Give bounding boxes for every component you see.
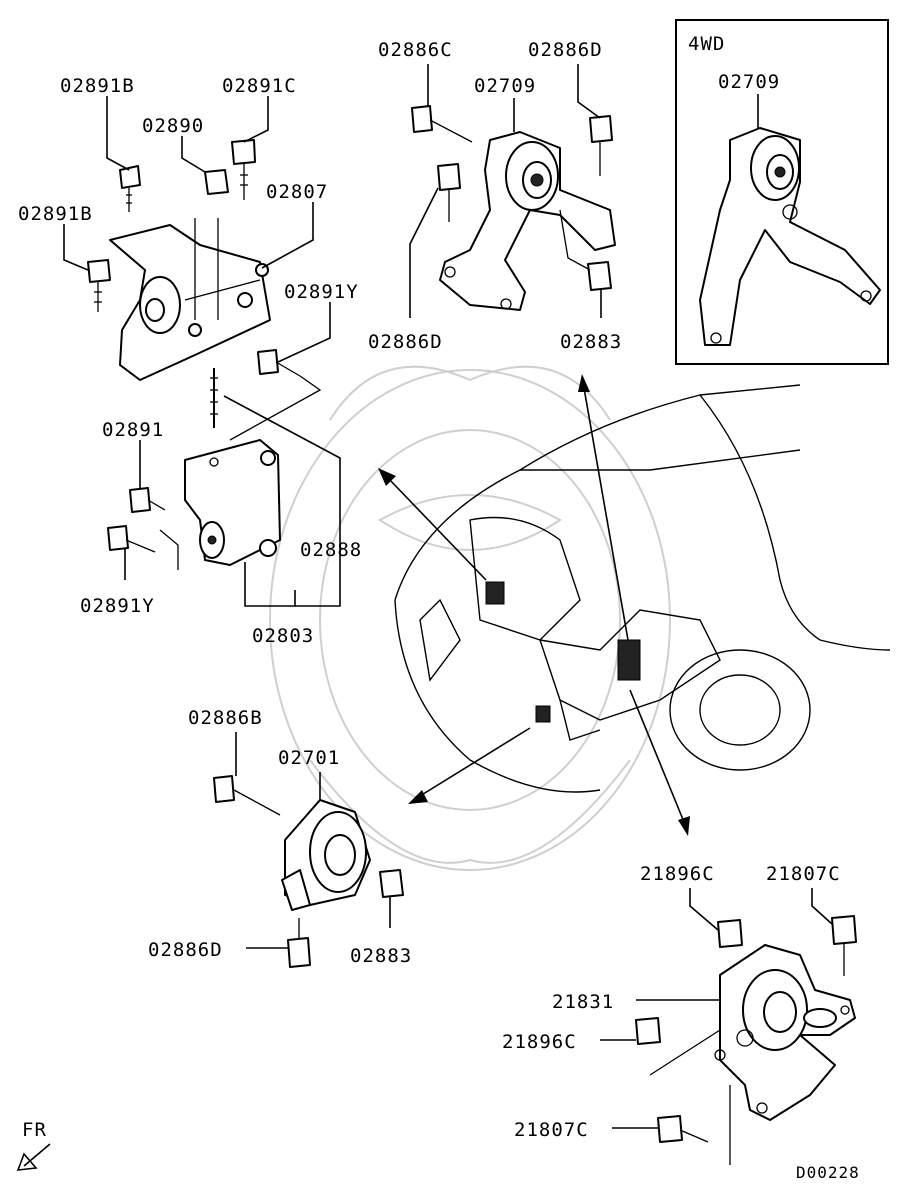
label-02883-1: 02883 [560, 331, 622, 353]
front-direction-icon [16, 1143, 51, 1171]
bolt-02886b [213, 775, 281, 816]
label-02701: 02701 [278, 747, 340, 769]
engine-mount-locators [485, 581, 641, 723]
label-21807c-2: 21807C [514, 1119, 589, 1141]
bolt-02891y-bottom [107, 525, 156, 553]
bolt-02886d-top [589, 115, 613, 176]
label-02891b-2: 02891B [18, 203, 93, 225]
top-left-leaders [63, 96, 341, 607]
part-21831-mount [714, 944, 856, 1121]
label-02886d-2: 02886D [368, 331, 443, 353]
label-21807c-1: 21807C [766, 863, 841, 885]
label-02891: 02891 [102, 419, 164, 441]
label-02886d-1: 02886D [528, 39, 603, 61]
top-center-leaders [409, 64, 602, 318]
label-02709-2: 02709 [718, 71, 780, 93]
bolt-21807c-bottom [657, 1115, 709, 1143]
bolt-02891y-top [257, 349, 301, 377]
nut-02883-bottom [379, 869, 404, 898]
nut-21896c-top [717, 919, 743, 948]
bolt-02891b-top [119, 165, 141, 212]
bolt-02886c [411, 105, 473, 143]
drawing-code: D00228 [796, 1163, 860, 1182]
label-02886b: 02886B [188, 707, 263, 729]
label-21896c-1: 21896C [640, 863, 715, 885]
lower-left-leaders [235, 732, 391, 949]
label-02891b-1: 02891B [60, 75, 135, 97]
bolt-02891c [231, 139, 256, 200]
label-02886c: 02886C [378, 39, 453, 61]
label-02891y-1: 02891Y [284, 281, 359, 303]
nut-02883-top [587, 261, 612, 291]
label-02803: 02803 [252, 625, 314, 647]
label-02886d-3: 02886D [148, 939, 223, 961]
part-02709-mount [439, 131, 616, 311]
inset-title: 4WD [688, 33, 725, 55]
label-02807: 02807 [266, 181, 328, 203]
part-02803-bracket [184, 439, 281, 566]
label-21896c-2: 21896C [502, 1031, 577, 1053]
bolt-02891 [129, 487, 166, 513]
nut-02890 [204, 169, 229, 195]
stud-02888 [210, 368, 218, 428]
watermark [269, 365, 671, 871]
label-21831: 21831 [552, 991, 614, 1013]
label-02891y-2: 02891Y [80, 595, 155, 617]
label-02891c: 02891C [222, 75, 297, 97]
label-02883-2: 02883 [350, 945, 412, 967]
part-02709-4wd-mount [699, 127, 881, 346]
nut-21896c-bottom [635, 1017, 661, 1045]
car-body-outline [394, 384, 891, 793]
bolt-02891b-left [87, 259, 111, 312]
direction-label: FR [22, 1119, 47, 1141]
part-02701-mount [281, 799, 371, 911]
inset-box-4wd [675, 19, 889, 365]
label-02890: 02890 [142, 115, 204, 137]
bolt-02886d-left [437, 163, 461, 222]
bolt-21807c-top [831, 915, 857, 976]
leader-arrows [378, 374, 690, 836]
bolt-02886d-bottom [287, 918, 311, 968]
label-02709-1: 02709 [474, 75, 536, 97]
lower-right-leaders [600, 888, 833, 1165]
part-02807-mount [109, 224, 271, 381]
label-02888: 02888 [300, 539, 362, 561]
